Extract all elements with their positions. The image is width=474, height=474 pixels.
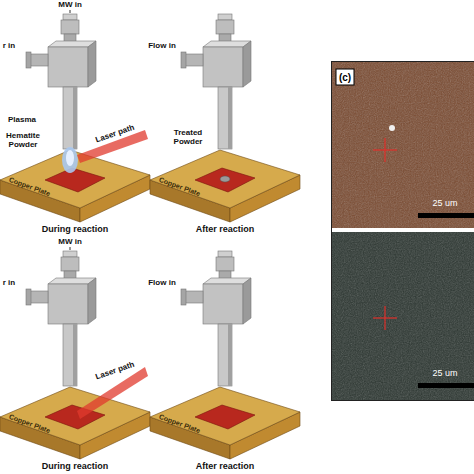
input-label: r in [3,42,15,51]
part-label: Hematite Powder [2,132,44,150]
scale-label: 25 um [432,199,457,209]
input-label: Flow in [148,42,176,51]
part-label: Treated Powder [163,129,213,147]
scale-label: 25 um [432,369,457,379]
panel-caption: After reaction [196,225,255,235]
input-label: MW in [58,1,82,10]
input-label: Flow in [148,279,176,288]
panel-letter: (c) [339,72,351,83]
input-label: r in [3,279,15,288]
part-label: Plasma [8,116,36,125]
input-label: MW in [58,238,82,247]
panel-caption: After reaction [196,462,255,472]
panel-caption: During reaction [42,225,109,235]
panel-caption: During reaction [42,462,109,472]
